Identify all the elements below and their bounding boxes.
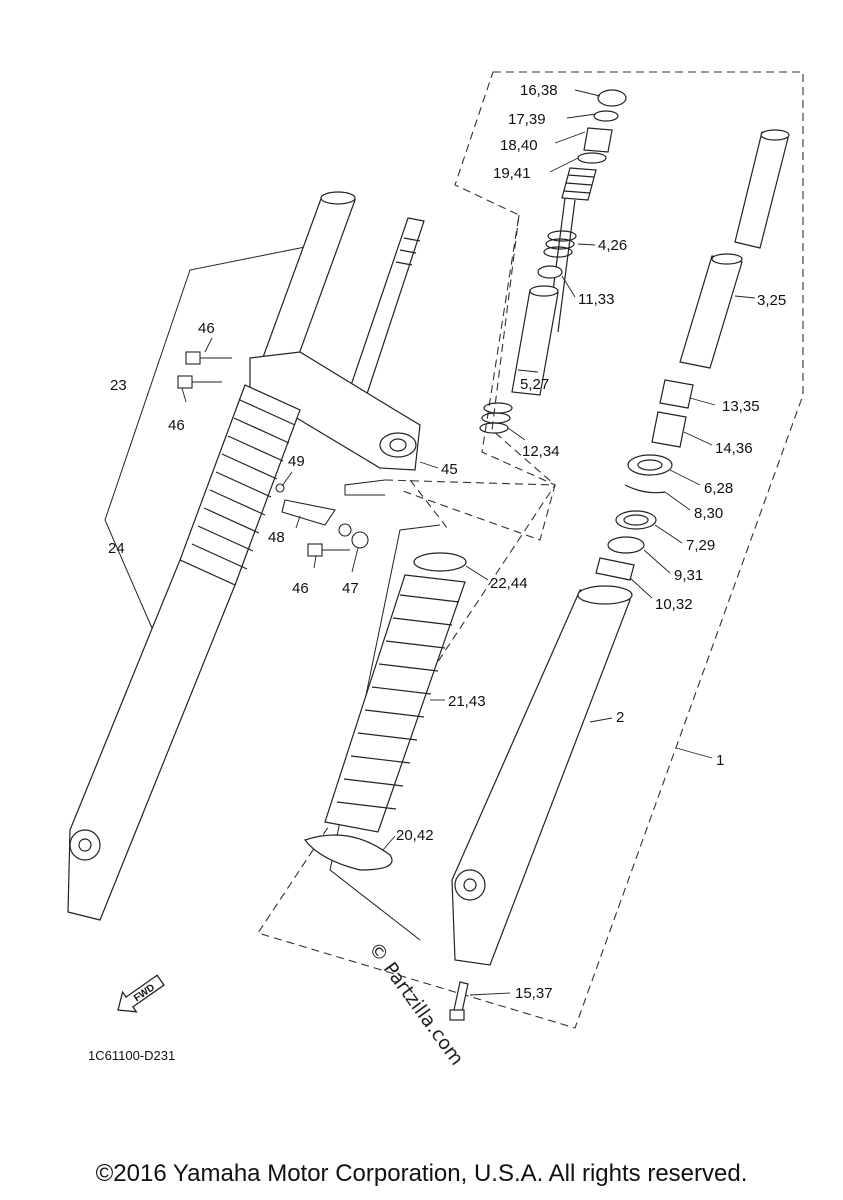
left-outer-tube xyxy=(67,559,236,921)
label-16-38: 16,38 xyxy=(520,82,558,99)
label-15-37: 15,37 xyxy=(515,985,553,1002)
label-4-26: 4,26 xyxy=(598,237,627,254)
label-3-25: 3,25 xyxy=(757,292,786,309)
drawing-code: 1C61100-D231 xyxy=(88,1048,175,1063)
label-24: 24 xyxy=(108,540,125,557)
label-46-lower: 46 xyxy=(292,580,309,597)
label-5-27: 5,27 xyxy=(520,376,549,393)
label-6-28: 6,28 xyxy=(704,480,733,497)
label-49: 49 xyxy=(288,453,305,470)
label-46-mid: 46 xyxy=(168,417,185,434)
label-12-34: 12,34 xyxy=(522,443,560,460)
label-14-36: 14,36 xyxy=(715,440,753,457)
label-10-32: 10,32 xyxy=(655,596,693,613)
label-9-31: 9,31 xyxy=(674,567,703,584)
front-fork-exploded-diagram: 16,38 17,39 18,40 19,41 4,26 11,33 3,25 … xyxy=(67,71,804,1070)
bolt-46-lower xyxy=(307,543,323,557)
left-fork-assembly xyxy=(67,191,425,921)
label-1: 1 xyxy=(716,752,724,769)
label-7-29: 7,29 xyxy=(686,537,715,554)
right-inner-tube xyxy=(679,255,743,369)
label-17-39: 17,39 xyxy=(508,111,546,128)
label-11-33: 11,33 xyxy=(578,291,614,308)
center-rubber-boot xyxy=(304,552,467,871)
label-18-40: 18,40 xyxy=(500,137,538,154)
boot-clamp-22-44 xyxy=(413,552,467,572)
label-13-35: 13,35 xyxy=(722,398,760,415)
fwd-arrow-icon: FWD xyxy=(117,974,165,1013)
label-8-30: 8,30 xyxy=(694,505,723,522)
left-inner-tube xyxy=(261,195,356,366)
bolt-46-mid xyxy=(177,375,193,389)
part-labels: 16,38 17,39 18,40 19,41 4,26 11,33 3,25 … xyxy=(108,82,786,1002)
copyright-footer: ©2016 Yamaha Motor Corporation, U.S.A. A… xyxy=(95,1160,748,1187)
left-bellows-boot xyxy=(179,384,301,586)
label-47: 47 xyxy=(342,580,359,597)
boot-band-20-42 xyxy=(304,834,393,871)
label-23: 23 xyxy=(110,377,127,394)
right-fork-components xyxy=(449,89,790,1021)
label-2: 2 xyxy=(616,709,624,726)
steering-stem xyxy=(346,217,425,401)
clip-47 xyxy=(351,531,369,549)
cap-bolt xyxy=(597,89,627,107)
brake-hose-holder-48 xyxy=(281,499,336,526)
label-20-42: 20,42 xyxy=(396,827,434,844)
bolts-brackets xyxy=(177,351,369,557)
outline-boot-leader xyxy=(409,479,449,531)
drain-bolt xyxy=(453,981,469,1013)
outline-boot-box xyxy=(384,479,556,541)
label-19-41: 19,41 xyxy=(493,165,531,182)
label-21-43: 21,43 xyxy=(448,693,486,710)
outline-upper-inner xyxy=(491,214,556,486)
label-45: 45 xyxy=(441,461,458,478)
right-outer-tube xyxy=(451,589,631,966)
label-46-top: 46 xyxy=(198,320,215,337)
label-48: 48 xyxy=(268,529,285,546)
partzilla-watermark: © Partzilla.com xyxy=(364,938,468,1070)
label-22-44: 22,44 xyxy=(490,575,528,592)
bolt-46-top xyxy=(185,351,201,365)
leader-lines xyxy=(181,89,756,996)
